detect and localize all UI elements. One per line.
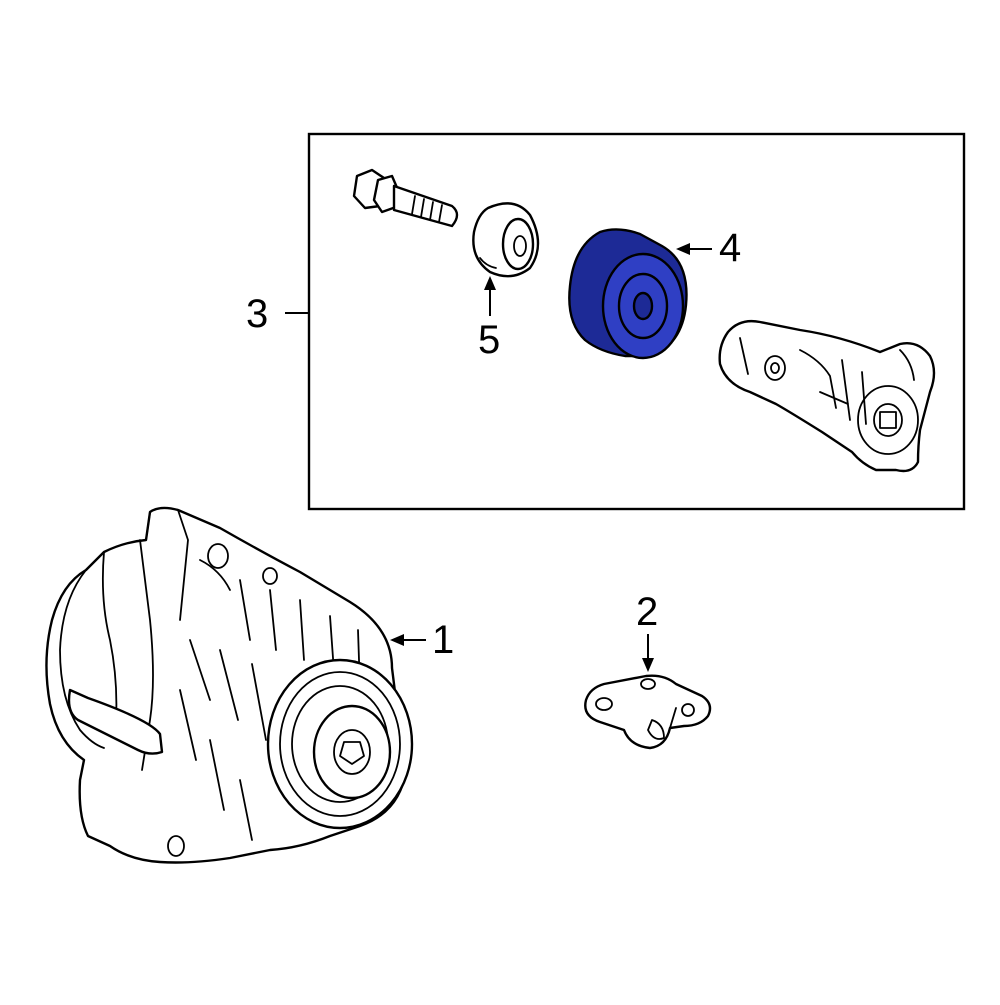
callout-label-5: 5 xyxy=(478,318,501,362)
bolt-part xyxy=(352,168,459,228)
callout-label-2: 2 xyxy=(636,590,659,634)
callout-4-arrowhead xyxy=(676,243,690,255)
tensioner-bracket-part xyxy=(718,319,936,473)
mount-bracket-part-2 xyxy=(584,674,712,750)
assembly-3-detail-box xyxy=(307,132,966,511)
callout-5-arrowhead xyxy=(484,276,496,290)
idler-pulley-part-4 xyxy=(568,228,688,360)
spacer-part-5 xyxy=(472,202,540,278)
callout-label-3: 3 xyxy=(246,292,269,336)
callout-2-arrowhead xyxy=(642,658,654,672)
callout-label-1: 1 xyxy=(432,618,455,662)
callout-1-arrowhead xyxy=(390,634,404,646)
alternator-part-1 xyxy=(45,506,414,864)
callout-label-4: 4 xyxy=(719,226,742,270)
